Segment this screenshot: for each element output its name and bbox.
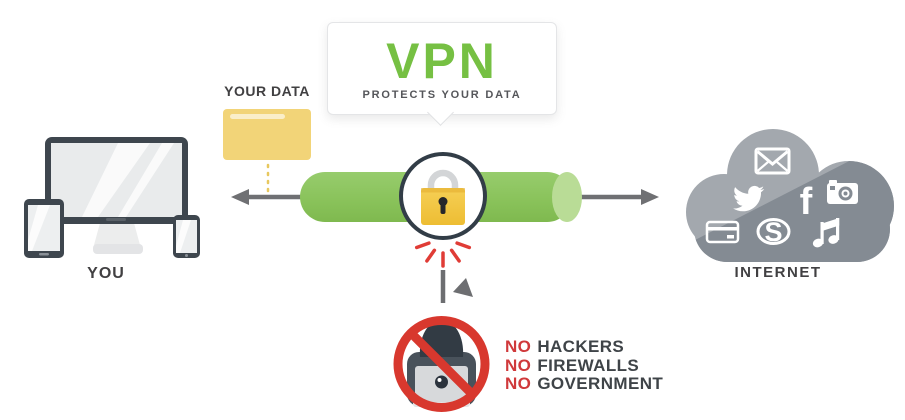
padlock-icon (421, 169, 465, 225)
smartphone-icon (173, 215, 200, 258)
left-arrowhead-icon (231, 189, 249, 205)
camera-icon (827, 180, 858, 204)
blocked-text: HACKERS (537, 337, 625, 356)
monitor-icon (45, 137, 188, 254)
internet-label: INTERNET (734, 264, 822, 281)
prohibition-icon (393, 316, 490, 412)
vpn-title: VPN (386, 32, 498, 89)
no-government-line: NO GOVERNMENT (505, 374, 664, 394)
folder-icon (223, 109, 311, 160)
music-icon (812, 218, 840, 248)
you-label: YOU (87, 265, 125, 282)
no-hacker-sign (393, 316, 490, 412)
credit-card-icon (705, 220, 740, 244)
vpn-speech-bubble: VPN PROTECTS YOUR DATA (327, 22, 557, 115)
padlock-badge (399, 152, 487, 268)
right-arrowhead-icon (641, 189, 659, 205)
skype-icon: S (756, 217, 791, 247)
you-devices (24, 137, 200, 258)
tablet-icon (24, 199, 64, 258)
deflection-rays (414, 241, 472, 268)
no-hackers-line: NO HACKERS (505, 337, 663, 357)
email-icon (754, 147, 791, 175)
no-prefix: NO (505, 374, 532, 393)
tunnel-cap (552, 172, 582, 222)
no-prefix: NO (505, 337, 532, 356)
deflected-arrow-icon (440, 270, 473, 303)
svg-text:S: S (764, 217, 782, 247)
vpn-subtitle: PROTECTS YOUR DATA (362, 88, 522, 101)
your-data-label: YOUR DATA (224, 83, 310, 99)
blocked-text: FIREWALLS (537, 355, 640, 375)
data-flow-arrows (231, 189, 659, 205)
facebook-icon: f (800, 181, 813, 223)
blocked-text: GOVERNMENT (537, 374, 664, 393)
twitter-icon (733, 185, 765, 212)
your-data-folder (223, 109, 311, 196)
no-prefix: NO (505, 355, 532, 375)
